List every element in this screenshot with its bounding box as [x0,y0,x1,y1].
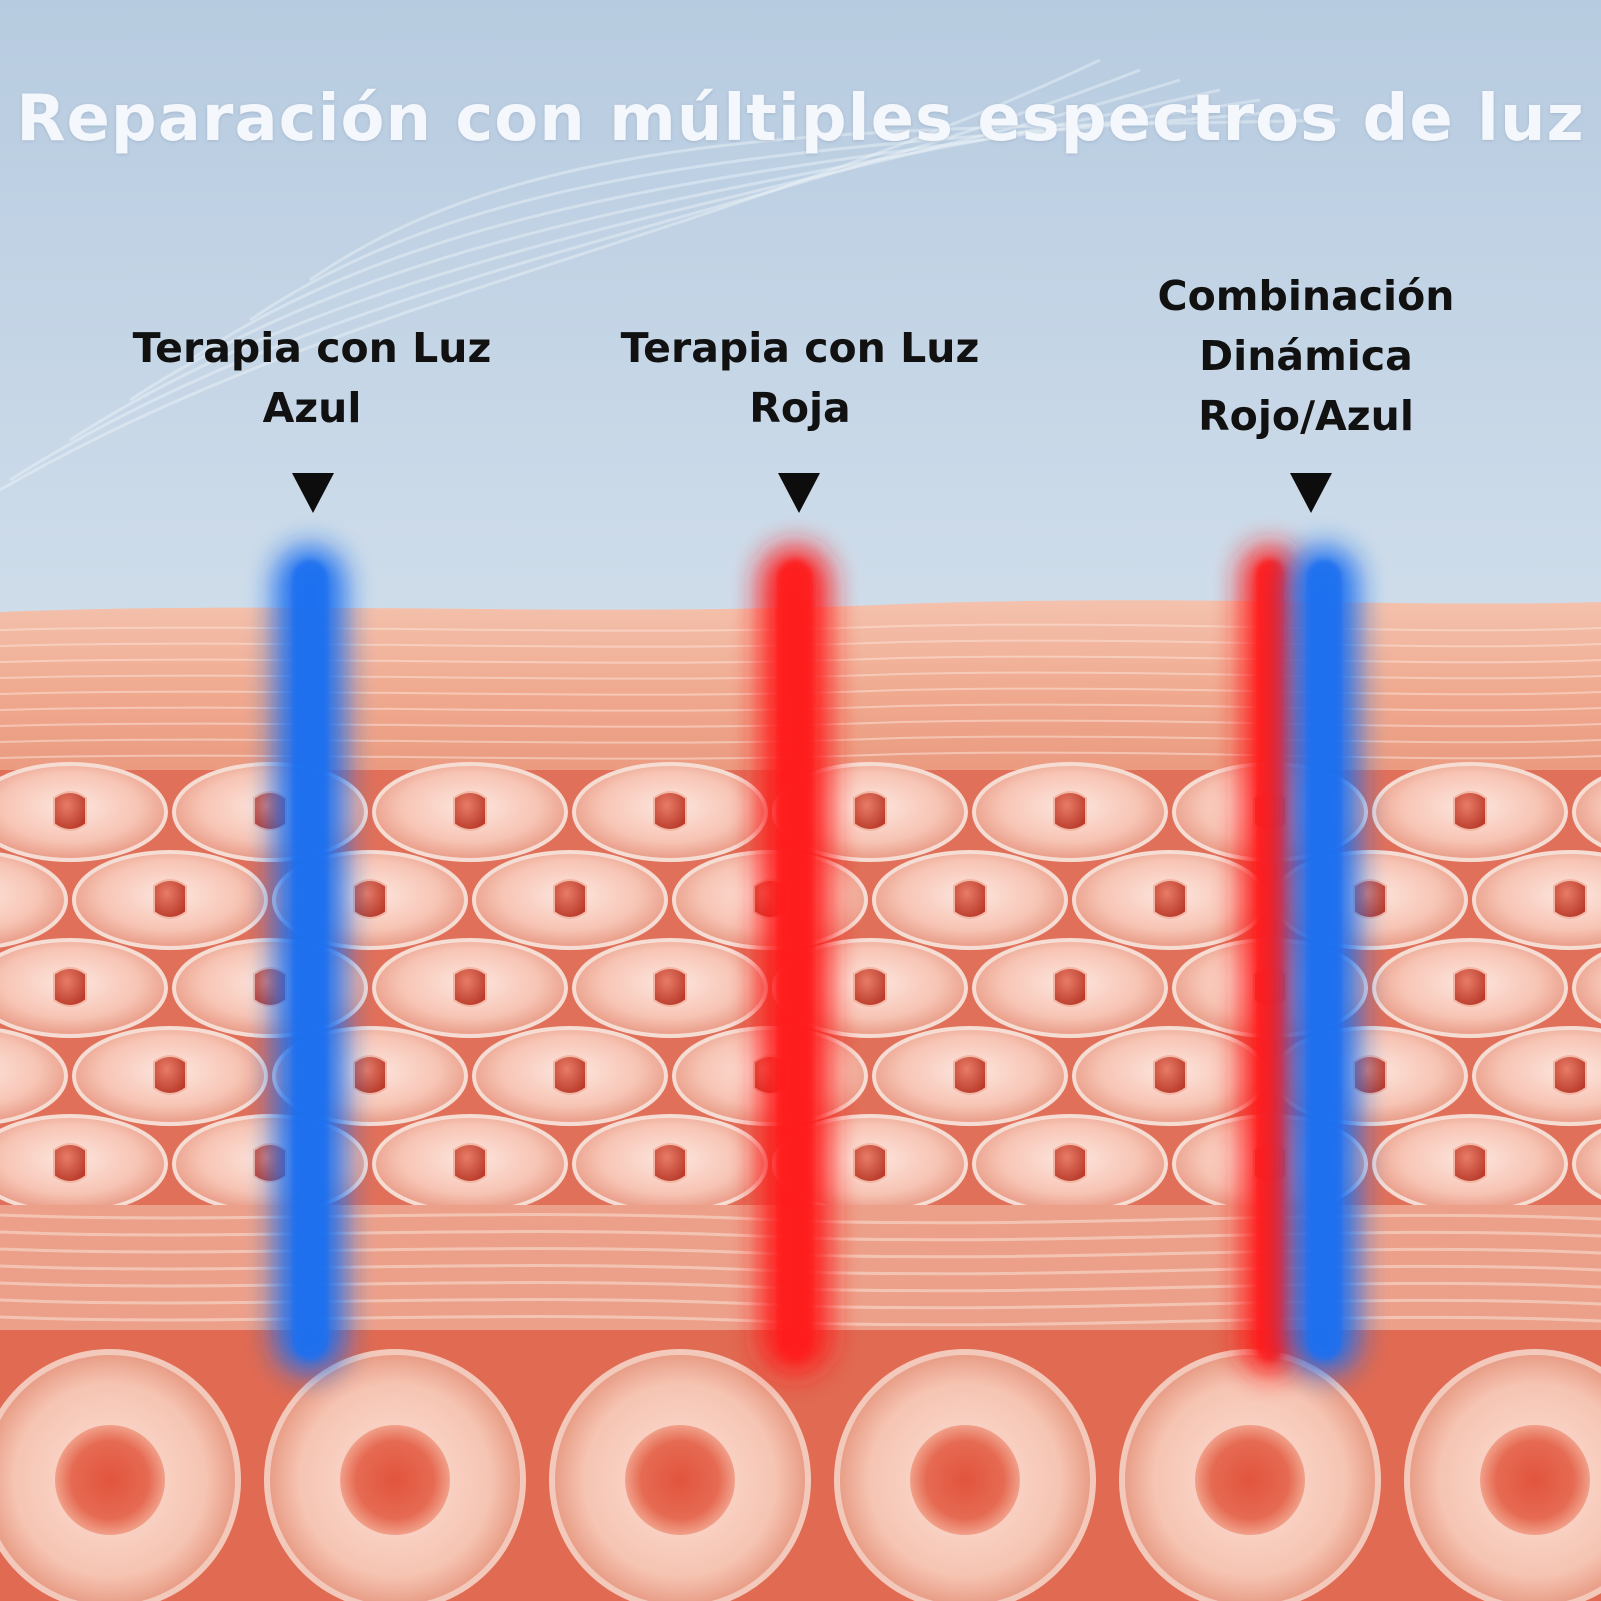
epidermal-cell [872,850,1068,950]
basal-cell [0,1349,241,1601]
epidermal-cell [0,1028,68,1124]
epidermal-cell [0,938,168,1038]
epidermal-cell [572,762,768,862]
epidermal-cell [472,1026,668,1126]
surface-streak [0,751,1601,760]
epidermal-cell [372,762,568,862]
surface-streak [0,639,1601,648]
epidermal-cell [1072,1026,1268,1126]
light-beams [274,545,1359,1375]
label-red-light: Terapia con Luz Roja [590,318,1010,438]
epidermal-cell [1372,938,1568,1038]
surface-streak [0,735,1601,744]
epidermal-cell [972,762,1168,862]
epidermal-cell [1472,1026,1601,1126]
label-line: Terapia con Luz [620,324,980,372]
epidermal-cell [0,852,68,948]
label-line: Roja [749,384,851,432]
epidermal-cell [572,1114,768,1214]
epidermal-cell [1472,850,1601,950]
label-line: Azul [262,384,362,432]
label-line: Terapia con Luz [132,324,492,372]
sky-wisp [249,108,1301,322]
surface-streak [0,719,1601,728]
sky-wisp [189,98,1261,362]
combined-blue-beam-core [1306,560,1342,1360]
label-line: Combinación [1157,272,1455,320]
epidermal-cell [872,1026,1068,1126]
down-arrow-icon [778,473,820,513]
combined-red-beam-core [1255,560,1285,1360]
sky-wisp [9,68,1141,482]
epidermal-cell [1072,850,1268,950]
epidermal-cell [972,938,1168,1038]
epidermal-cell [572,938,768,1038]
epidermal-cell [472,850,668,950]
surface-streak [0,703,1601,712]
epidermal-cell [1372,1114,1568,1214]
sky-wisp [129,88,1221,402]
sky-wisp [309,118,1341,282]
epidermal-cell [1572,952,1601,1024]
epidermal-cell [372,1114,568,1214]
red-light-beam-core [777,560,813,1360]
epidermal-cell [1572,1128,1601,1200]
epidermal-cell [372,938,568,1038]
label-line: Rojo/Azul [1198,392,1414,440]
surface-streak [0,655,1601,664]
sky-wisps [0,58,1341,492]
surface-streak [0,687,1601,696]
blue-light-beam-core [292,560,328,1360]
basal-cell [549,1349,811,1601]
down-arrow-icon [1290,473,1332,513]
basal-cell [1404,1349,1601,1601]
basal-cells [0,1349,1601,1601]
epidermal-cell [1372,762,1568,862]
label-line: Dinámica [1199,332,1413,380]
sky-wisp [69,78,1181,442]
epidermal-cells [0,762,1601,1214]
epidermal-cell [1572,776,1601,848]
down-arrow-icon [292,473,334,513]
epidermal-cell [0,762,168,862]
basal-cell [264,1349,526,1601]
epidermal-cell [972,1114,1168,1214]
skin-surface-streaks [0,623,1601,760]
surface-streak [0,671,1601,680]
label-blue-light: Terapia con Luz Azul [112,318,512,438]
basal-cell [1119,1349,1381,1601]
basal-cell [834,1349,1096,1601]
surface-streak [0,623,1601,632]
epidermal-cell [0,1114,168,1214]
sky-wisp [0,58,1101,492]
label-combined-light: Combinación Dinámica Rojo/Azul [1106,266,1506,446]
epidermal-cell [72,850,268,950]
page-title: Reparación con múltiples espectros de lu… [16,82,1585,156]
epidermal-cell [72,1026,268,1126]
